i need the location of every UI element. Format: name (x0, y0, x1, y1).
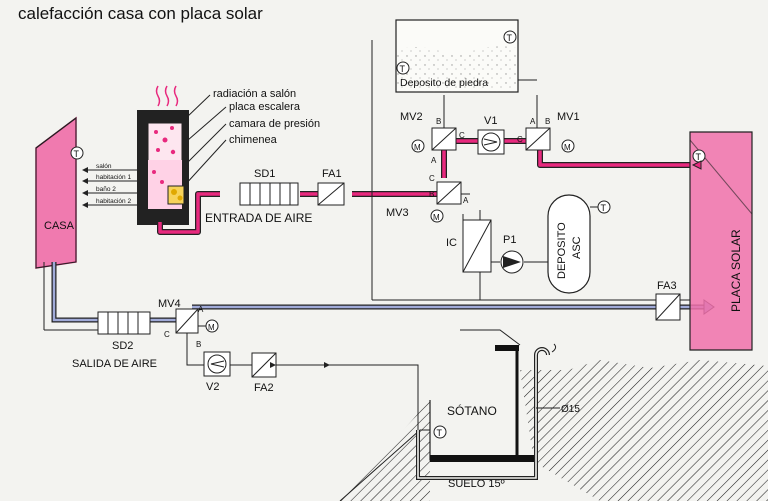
house-outlets: salón habitación 1 baño 2 habitación 2 (82, 163, 143, 208)
outlet-habitacion-1: habitación 1 (96, 174, 131, 181)
damper-sd1: SD1 (239, 168, 299, 206)
basement: SÓTANO T SUELO 15º Ø15 (339, 329, 768, 501)
svg-text:B: B (436, 117, 441, 126)
stone-tank-thermometer-icon: T (507, 33, 513, 43)
svg-text:T: T (74, 149, 80, 159)
valve-mv4: MV4 A C B M (158, 298, 219, 349)
heat-exchanger-ic: IC (446, 219, 492, 273)
svg-text:MV2: MV2 (400, 111, 423, 123)
pipe-diameter-label: Ø15 (561, 404, 580, 415)
callout-placa-escalera: placa escalera (229, 101, 301, 113)
svg-text:FA2: FA2 (254, 382, 274, 394)
valve-mv3: MV3 C A B M (386, 174, 469, 223)
svg-text:IC: IC (446, 237, 457, 249)
filter-fa3: FA3 (655, 280, 681, 321)
solar-panel-label: PLACA SOLAR (729, 229, 743, 312)
dhw-tank: DEPOSITO ASC T (547, 194, 611, 294)
mv2-motor-icon: M (414, 143, 421, 152)
mv3-motor-icon: M (433, 213, 440, 222)
svg-text:MV4: MV4 (158, 298, 181, 310)
valve-mv2: MV2 B C A M (400, 111, 465, 165)
callout-radiacion-salon: radiación a salón (213, 88, 296, 100)
valve-mv1: MV1 A C B M (517, 111, 580, 153)
svg-text:SD2: SD2 (112, 340, 133, 352)
ground-air-line (270, 362, 419, 430)
fan-v2: V2 (203, 351, 231, 393)
callout-camara-presion: camara de presión (229, 118, 320, 130)
mv1-motor-icon: M (564, 143, 571, 152)
dhw-tank-label-2: ASC (571, 236, 583, 259)
solar-thermometer-icon: T (696, 152, 702, 162)
svg-text:C: C (459, 131, 465, 140)
svg-text:P1: P1 (503, 234, 516, 246)
svg-text:A: A (431, 156, 437, 165)
svg-text:SD1: SD1 (254, 168, 275, 180)
dhw-tank-label: DEPOSITO (556, 222, 568, 279)
stone-tank: Deposito de piedra T T (395, 19, 519, 93)
outlet-bano-2: baño 2 (96, 186, 116, 193)
return-air-ducts (51, 262, 715, 323)
outlet-salon: salón (96, 163, 112, 170)
house-thermometer-icon: T (70, 146, 84, 160)
solar-panel: PLACA SOLAR T (689, 131, 753, 351)
fireplace-callouts: radiación a salón placa escalera camara … (183, 88, 320, 187)
air-inlet-label: ENTRADA DE AIRE (205, 211, 312, 225)
svg-text:A: A (463, 196, 469, 205)
air-outlet-label: SALIDA DE AIRE (72, 358, 157, 370)
svg-text:V1: V1 (484, 115, 497, 127)
pump-p1: P1 (500, 234, 524, 274)
svg-text:V2: V2 (206, 381, 219, 393)
basement-thermometer-icon: T (437, 428, 443, 438)
stone-tank-label: Deposito de piedra (400, 77, 488, 89)
basement-label: SÓTANO (447, 403, 497, 418)
svg-text:FA1: FA1 (322, 168, 342, 180)
svg-text:B: B (545, 117, 550, 126)
house-label: CASA (44, 220, 75, 232)
ground-label: SUELO 15º (448, 478, 505, 490)
fan-v1: V1 (477, 115, 505, 155)
fireplace (137, 85, 189, 225)
svg-text:A: A (530, 117, 536, 126)
svg-text:C: C (429, 174, 435, 183)
lower-branch-line (186, 333, 204, 366)
svg-text:C: C (164, 330, 170, 339)
filter-fa2: FA2 (251, 352, 277, 394)
svg-text:MV1: MV1 (557, 111, 580, 123)
damper-sd2: SD2 (97, 311, 151, 352)
svg-text:A: A (198, 305, 204, 314)
svg-text:C: C (517, 135, 523, 144)
dhw-thermometer-icon: T (601, 203, 607, 213)
svg-text:FA3: FA3 (657, 280, 677, 292)
diagram-title: calefacción casa con placa solar (18, 4, 263, 23)
callout-chimenea: chimenea (229, 134, 278, 146)
mv4-motor-icon: M (208, 323, 215, 332)
outlet-habitacion-2: habitación 2 (96, 198, 131, 205)
stone-tank-thermometer-icon-2: T (400, 64, 406, 74)
svg-text:B: B (429, 190, 434, 199)
svg-text:MV3: MV3 (386, 207, 409, 219)
filter-fa1: FA1 (317, 168, 345, 206)
svg-text:B: B (196, 340, 201, 349)
house-panel: CASA (35, 116, 77, 269)
